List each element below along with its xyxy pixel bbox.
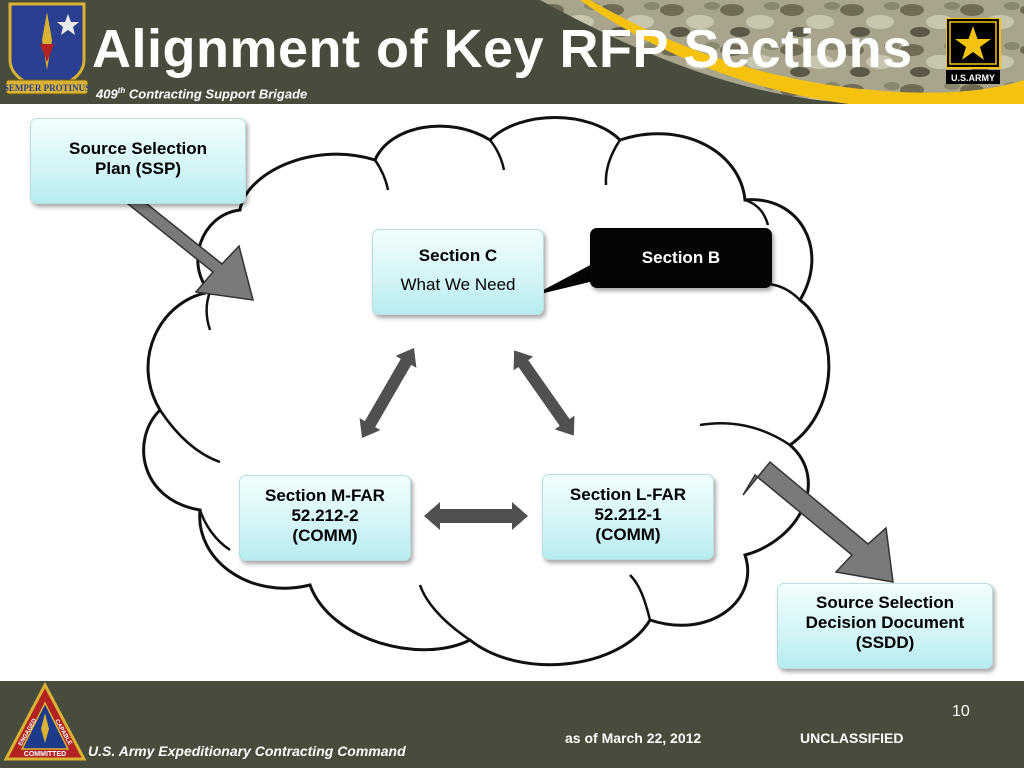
c-l-double-arrow — [513, 350, 575, 436]
section-b-box: Section B — [590, 228, 772, 288]
subtitle-rest: Contracting Support Brigade — [125, 86, 308, 102]
page-subtitle: 409th Contracting Support Brigade — [96, 86, 307, 101]
ssdd-line2: Decision Document — [805, 613, 965, 632]
section-b-callout-pointer — [532, 262, 598, 296]
header-bar: SEMPER PROTINUS Alignment of Key RFP Sec… — [0, 0, 1024, 104]
section-l-line1: Section L-FAR — [569, 485, 687, 504]
ssdd-line3: (SSDD) — [855, 633, 915, 652]
section-m-line1: Section M-FAR — [265, 486, 385, 505]
section-l-line2: 52.212-1 — [594, 505, 662, 524]
section-c-title: Section C — [418, 246, 498, 265]
subtitle-prefix: 409 — [96, 86, 118, 102]
us-army-logo-icon: U.S.ARMY — [946, 18, 1001, 84]
m-l-double-arrow — [424, 502, 528, 530]
page-title: Alignment of Key RFP Sections — [92, 19, 913, 79]
section-l-line3: (COMM) — [595, 525, 661, 544]
classification-label: UNCLASSIFIED — [800, 730, 904, 746]
footer-org-name: U.S. Army Expeditionary Contracting Comm… — [88, 743, 406, 759]
camo-banner — [540, 0, 1024, 104]
section-l-box: Section L-FAR 52.212-1 (COMM) — [542, 474, 714, 560]
section-m-box: Section M-FAR 52.212-2 (COMM) — [239, 475, 411, 561]
footer-bar: ENGAGED CAPABLE COMMITTED 10 as of March… — [0, 681, 1024, 768]
as-of-date: as of March 22, 2012 — [565, 730, 702, 746]
cloud-shape — [142, 116, 831, 667]
section-c-subtitle: What We Need — [400, 275, 516, 294]
army-logo-text: U.S.ARMY — [951, 73, 995, 83]
ssdd-line1: Source Selection — [816, 593, 954, 612]
section-m-line2: 52.212-2 — [291, 506, 359, 525]
ecc-badge-icon: ENGAGED CAPABLE COMMITTED — [3, 681, 87, 761]
section-c-box: Section C What We Need — [372, 229, 544, 315]
ssp-line2: Plan (SSP) — [95, 159, 181, 178]
brigade-crest-icon: SEMPER PROTINUS — [4, 2, 90, 95]
c-m-double-arrow — [359, 347, 417, 439]
ssp-box: Source Selection Plan (SSP) — [30, 118, 246, 204]
subtitle-sup: th — [117, 86, 126, 95]
ssp-line1: Source Selection — [69, 139, 207, 158]
page-number: 10 — [952, 703, 970, 720]
ssdd-box: Source Selection Decision Document (SSDD… — [777, 583, 993, 669]
crest-motto: SEMPER PROTINUS — [4, 83, 90, 93]
section-b-title: Section B — [641, 248, 721, 267]
cloud-to-ssdd-arrow — [742, 460, 894, 583]
badge-text-bottom: COMMITTED — [24, 751, 66, 758]
section-m-line3: (COMM) — [292, 526, 358, 545]
